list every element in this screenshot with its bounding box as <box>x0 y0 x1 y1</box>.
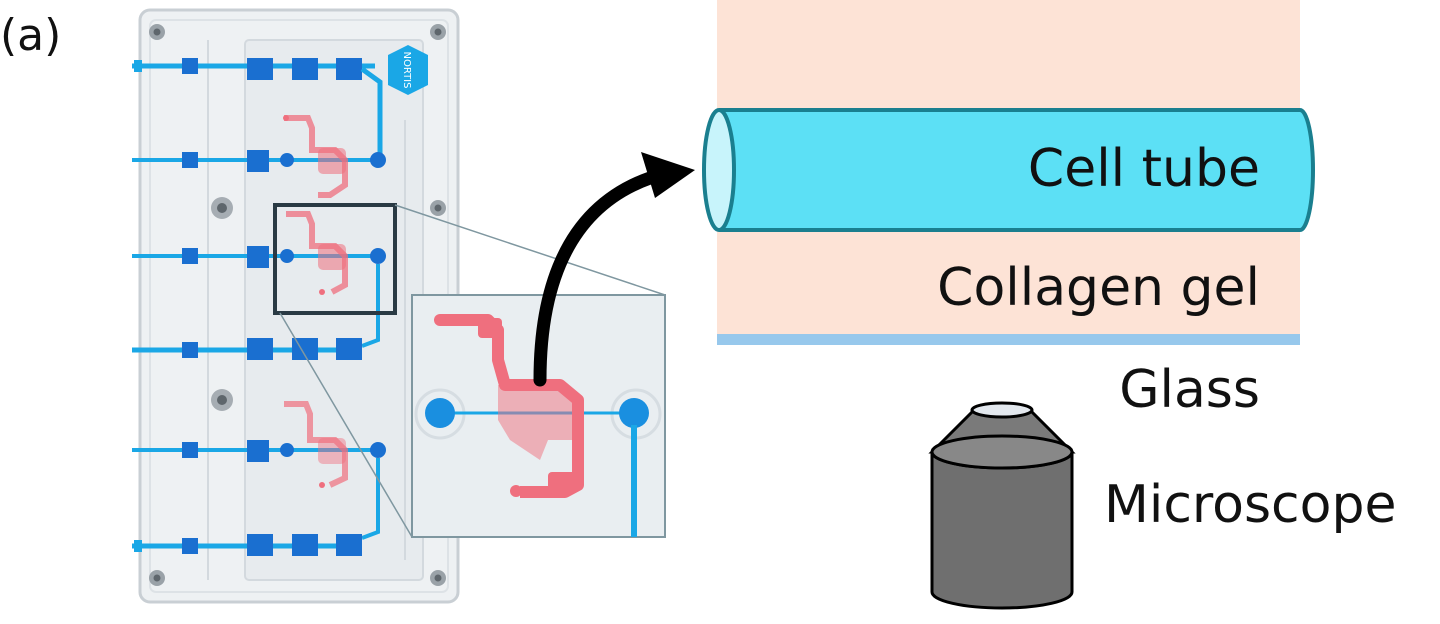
chip-channel-row-6 <box>132 534 362 556</box>
zoom-connector-top <box>394 204 666 296</box>
zoom-selection-box <box>273 203 397 315</box>
glass-layer <box>717 334 1300 345</box>
cross-section-schematic: Cell tube Collagen gel Glass Microscope <box>702 0 1396 610</box>
organ-chip-photo: NORTIS <box>132 8 460 604</box>
cell-tube-label: Cell tube <box>1028 139 1260 199</box>
collagen-gel-label: Collagen gel <box>937 258 1260 318</box>
chip-channel-row-2 <box>132 115 386 198</box>
screw-icon <box>149 24 446 586</box>
nortis-logo-icon: NORTIS <box>388 45 428 95</box>
chip-logo-text: NORTIS <box>401 52 412 89</box>
chip-channel-row-5 <box>132 401 386 540</box>
microscope-objective-icon <box>928 401 1076 610</box>
curved-arrow-icon <box>533 152 695 387</box>
zoom-connector-bottom <box>279 312 413 538</box>
microscope-label: Microscope <box>1104 475 1396 535</box>
chip-channel-row-1 <box>132 58 383 160</box>
glass-label: Glass <box>1119 360 1260 420</box>
chip-channel-row-3 <box>132 211 386 348</box>
cell-tube-cylinder-icon <box>702 108 1315 232</box>
panel-label: (a) <box>0 10 61 61</box>
